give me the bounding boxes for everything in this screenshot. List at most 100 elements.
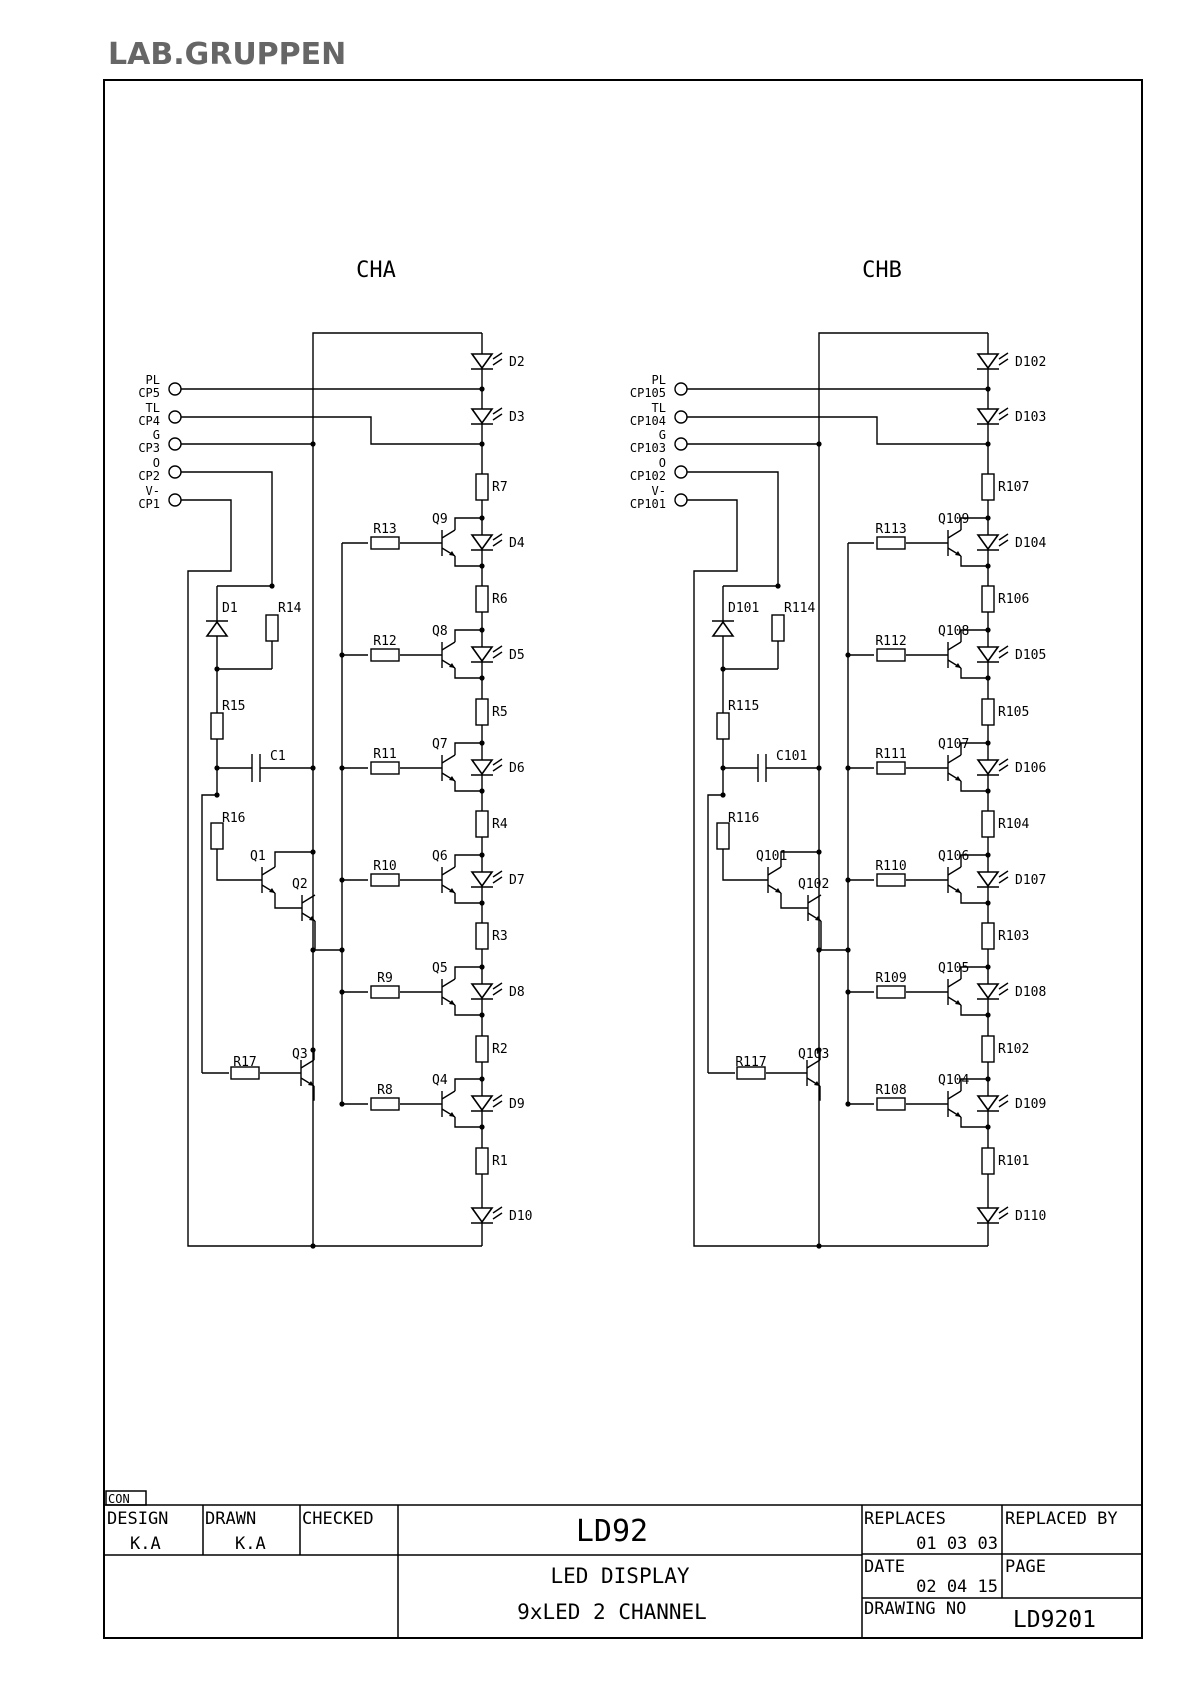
drawing-no-value: LD9201 [1013, 1607, 1096, 1633]
series-resistor-label: R5 [492, 705, 508, 720]
wire [454, 854, 482, 867]
connector-pin-label: CP102 [630, 469, 666, 483]
wire [960, 893, 988, 904]
wire [441, 866, 456, 876]
led-label: D4 [509, 536, 525, 551]
resistor [475, 1147, 489, 1175]
emitter-arrow [308, 1081, 314, 1086]
junction-dot [845, 877, 851, 883]
wire [998, 413, 1009, 421]
resistor [370, 648, 400, 662]
resistor [876, 536, 906, 550]
resistor [981, 473, 995, 501]
wire [998, 764, 1009, 772]
led-diode [470, 534, 494, 551]
led-diode [976, 1207, 1000, 1224]
base-resistor-label: R8 [377, 1083, 393, 1098]
led-label: D110 [1015, 1209, 1046, 1224]
junction-dot [339, 1101, 345, 1107]
emitter-arrow [955, 888, 961, 893]
connector-signal: TL [146, 401, 160, 415]
connector-pin-label: CP1 [138, 497, 160, 511]
wire [181, 416, 482, 445]
wire [998, 982, 1009, 990]
resistor [210, 822, 224, 850]
junction-dot [479, 675, 485, 681]
resistor [981, 698, 995, 726]
junction-dot [816, 1243, 822, 1249]
led-diode [470, 983, 494, 1000]
led-label: D104 [1015, 536, 1046, 551]
transistor-label: Q104 [938, 1073, 969, 1088]
resistor [876, 761, 906, 775]
emitter-arrow [955, 776, 961, 781]
series-resistor-label: R4 [492, 817, 508, 832]
led-diode [470, 353, 494, 370]
wire [998, 407, 1009, 415]
wire [947, 641, 962, 651]
resistor [736, 1066, 766, 1080]
channel-title: CHB [862, 258, 902, 283]
wire [947, 529, 962, 539]
wire [998, 651, 1009, 659]
wire [998, 758, 1009, 766]
junction-dot [310, 441, 316, 447]
junction-dot [985, 563, 991, 569]
series-resistor-label: R106 [998, 592, 1029, 607]
resistor [876, 648, 906, 662]
transistor-label: Q1 [250, 849, 266, 864]
wire [687, 499, 988, 1247]
resistor-label: R15 [222, 699, 245, 714]
connector-pin [168, 493, 182, 507]
series-resistor-label: R104 [998, 817, 1029, 832]
junction-dot [816, 1047, 822, 1053]
led-label: D106 [1015, 761, 1046, 776]
wire [454, 742, 482, 755]
junction-dot [985, 1124, 991, 1130]
transistor-label: Q2 [292, 877, 308, 892]
junction-dot [479, 563, 485, 569]
series-resistor-label: R107 [998, 480, 1029, 495]
wire [722, 849, 768, 881]
junction-dot [720, 792, 726, 798]
junction-dot [310, 765, 316, 771]
emitter-arrow [449, 888, 455, 893]
resistor [981, 810, 995, 838]
junction-dot [845, 765, 851, 771]
wire [312, 332, 482, 1246]
led-diode [470, 1095, 494, 1112]
wire [454, 517, 482, 530]
channel-a: CHAPLCP5TLCP4GCP3OCP2V-CP1D2D3D4D5D6D7D8… [138, 258, 532, 1249]
wire [492, 764, 503, 772]
wire [454, 556, 482, 567]
wire [441, 754, 456, 764]
design-label: DESIGN [107, 1509, 168, 1529]
junction-dot [985, 900, 991, 906]
junction-dot [479, 441, 485, 447]
replaced-by-label: REPLACED BY [1005, 1509, 1118, 1529]
wire [998, 1094, 1009, 1102]
resistor-label: R114 [784, 601, 815, 616]
junction-dot [479, 740, 485, 746]
title-line-2: 9xLED 2 CHANNEL [517, 1600, 707, 1624]
title-line-1: LED DISPLAY [550, 1564, 689, 1588]
led-diode [976, 646, 1000, 663]
led-label: D6 [509, 761, 525, 776]
junction-dot [985, 515, 991, 521]
junction-dot [985, 627, 991, 633]
connector-pin [674, 410, 688, 424]
resistor [981, 922, 995, 950]
led-diode [976, 353, 1000, 370]
con-label: CON [108, 1492, 130, 1506]
replaces-label: REPLACES [864, 1509, 946, 1529]
wire [492, 876, 503, 884]
transistor-label: Q105 [938, 961, 969, 976]
connector-signal: TL [652, 401, 666, 415]
transistor-label: Q6 [432, 849, 448, 864]
wire [274, 851, 313, 867]
wire [998, 539, 1009, 547]
junction-dot [479, 964, 485, 970]
date-value: 02 04 15 [916, 1577, 998, 1597]
connector-pin [674, 465, 688, 479]
wire [454, 893, 482, 904]
